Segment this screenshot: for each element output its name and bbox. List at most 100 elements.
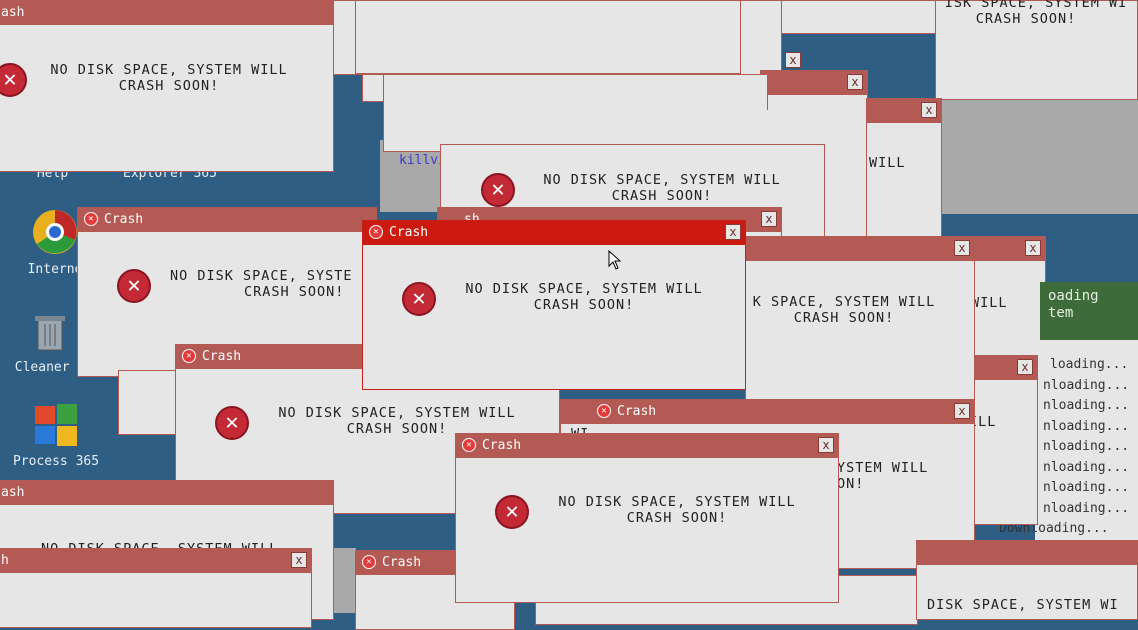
close-button[interactable]: x [725, 224, 741, 240]
background-window-top [440, 110, 825, 145]
close-button[interactable]: x [291, 552, 307, 568]
dialog-title: Crash [104, 212, 144, 227]
background-window [780, 0, 940, 34]
message-line-2: CRASH SOON! [626, 510, 728, 526]
dialog-title: ash [1, 485, 25, 500]
close-button[interactable]: x [785, 52, 801, 68]
crash-dialog: DISK SPACE, SYSTEM WI [916, 540, 1138, 620]
loading-button-line-1: oading [1048, 288, 1099, 304]
dialog-titlebar[interactable] [917, 541, 1137, 565]
message-line-1: NO DISK SPACE, SYSTEM WILL [543, 172, 781, 188]
titlebar-error-icon: ✕ [597, 403, 611, 418]
error-icon: ✕ [495, 495, 529, 529]
download-status-line: nloading... [1043, 480, 1130, 495]
message-line-1: NO DISK SPACE, SYSTEM WILL [50, 62, 288, 78]
loading-button-line-2: tem [1048, 305, 1074, 321]
dialog-message: DISK SPACE, SYSTEM WI [927, 597, 1119, 613]
windows-logo-icon [35, 404, 77, 446]
cleaner-label: Cleaner 3 [14, 360, 86, 375]
dialog-titlebar[interactable]: x [867, 99, 941, 123]
message-line-1: NO DISK SPACE, SYSTE [170, 268, 353, 284]
gray-panel-right [942, 100, 1138, 214]
dialog-titlebar[interactable]: x [746, 237, 974, 261]
trash-icon [35, 316, 65, 351]
gray-panel [380, 140, 442, 212]
dialog-message: ILL [969, 414, 997, 430]
error-icon: ✕ [215, 406, 249, 440]
dialog-titlebar[interactable]: ✕ Crash [78, 208, 376, 232]
desktop-icon-internet[interactable]: Interne [5, 208, 105, 277]
download-status-line: nloading... [1043, 398, 1130, 413]
error-icon: ✕ [481, 173, 515, 207]
desktop-icon-cleaner[interactable]: Cleaner 3 [0, 310, 100, 375]
internet-label: Interne [27, 262, 83, 277]
message-line-2: CRASH SOON! [118, 78, 220, 94]
close-button[interactable]: x [954, 403, 970, 419]
dialog-message: WILL [971, 295, 1008, 311]
message-line-1: NO DISK SPACE, SYSTEM WILL [465, 281, 703, 297]
error-icon: ✕ [402, 282, 436, 316]
download-status-line: nloading... [1043, 500, 1130, 516]
close-button[interactable]: x [818, 437, 834, 453]
message-line-1: K SPACE, SYSTEM WILL [752, 294, 936, 310]
close-button[interactable]: x [1017, 359, 1033, 375]
close-button[interactable]: x [847, 74, 863, 90]
titlebar-error-icon: ✕ [362, 554, 376, 569]
titlebar-error-icon: ✕ [462, 437, 476, 452]
background-window [355, 0, 741, 74]
message-line-2: CRASH SOON! [346, 421, 448, 437]
downloader-window [1035, 340, 1138, 540]
close-button[interactable]: x [1025, 240, 1041, 256]
desktop-icon-process[interactable]: Process 365 [0, 402, 112, 469]
titlebar-error-icon: ✕ [84, 211, 98, 226]
error-icon: ✕ [117, 269, 151, 303]
dialog-message: ISK SPACE, SYSTEM WI [944, 0, 1128, 11]
loading-system-button[interactable]: oading tem [1040, 282, 1138, 340]
gray-panel-bottom [330, 548, 356, 613]
dialog-title: Crash [482, 438, 522, 453]
background-window [118, 370, 178, 435]
titlebar-error-icon: ✕ [182, 348, 196, 363]
background-window: ISK SPACE, SYSTEM WI CRASH SOON! [935, 0, 1138, 100]
dialog-titlebar[interactable]: x [761, 71, 867, 95]
dialog-title: h [1, 553, 9, 568]
mouse-cursor-icon [608, 250, 622, 270]
dialog-titlebar[interactable]: ash [0, 481, 333, 505]
download-status-line: nloading... [1043, 459, 1130, 475]
message-line-2: CRASH SOON! [793, 310, 895, 326]
internet-icon [33, 210, 77, 254]
download-status-line: nloading... [1043, 377, 1130, 393]
dialog-title: Crash [389, 225, 429, 240]
download-status-line: nloading... [1043, 439, 1130, 454]
download-status-line: nloading... [1043, 418, 1130, 434]
dialog-title: Crash [382, 555, 422, 570]
dialog-titlebar[interactable]: ✕ Crash x [456, 434, 838, 458]
message-line-1: YSTEM WILL [837, 460, 929, 476]
process-label: Process 365 [12, 454, 100, 469]
dialog-title: Crash [617, 404, 657, 419]
message-line-2: CRASH SOON! [244, 284, 345, 300]
dialog-titlebar[interactable]: ✕ Crash x [561, 400, 974, 424]
dialog-titlebar[interactable]: x [961, 237, 1045, 261]
dialog-title: ash [1, 5, 25, 20]
dialog-titlebar[interactable]: ash [0, 1, 333, 25]
message-line-1: NO DISK SPACE, SYSTEM WILL [558, 494, 796, 510]
close-button[interactable]: x [954, 240, 970, 256]
message-line-1: NO DISK SPACE, SYSTEM WILL [278, 405, 516, 421]
close-button[interactable]: x [761, 211, 777, 227]
close-button[interactable]: x [921, 102, 937, 118]
